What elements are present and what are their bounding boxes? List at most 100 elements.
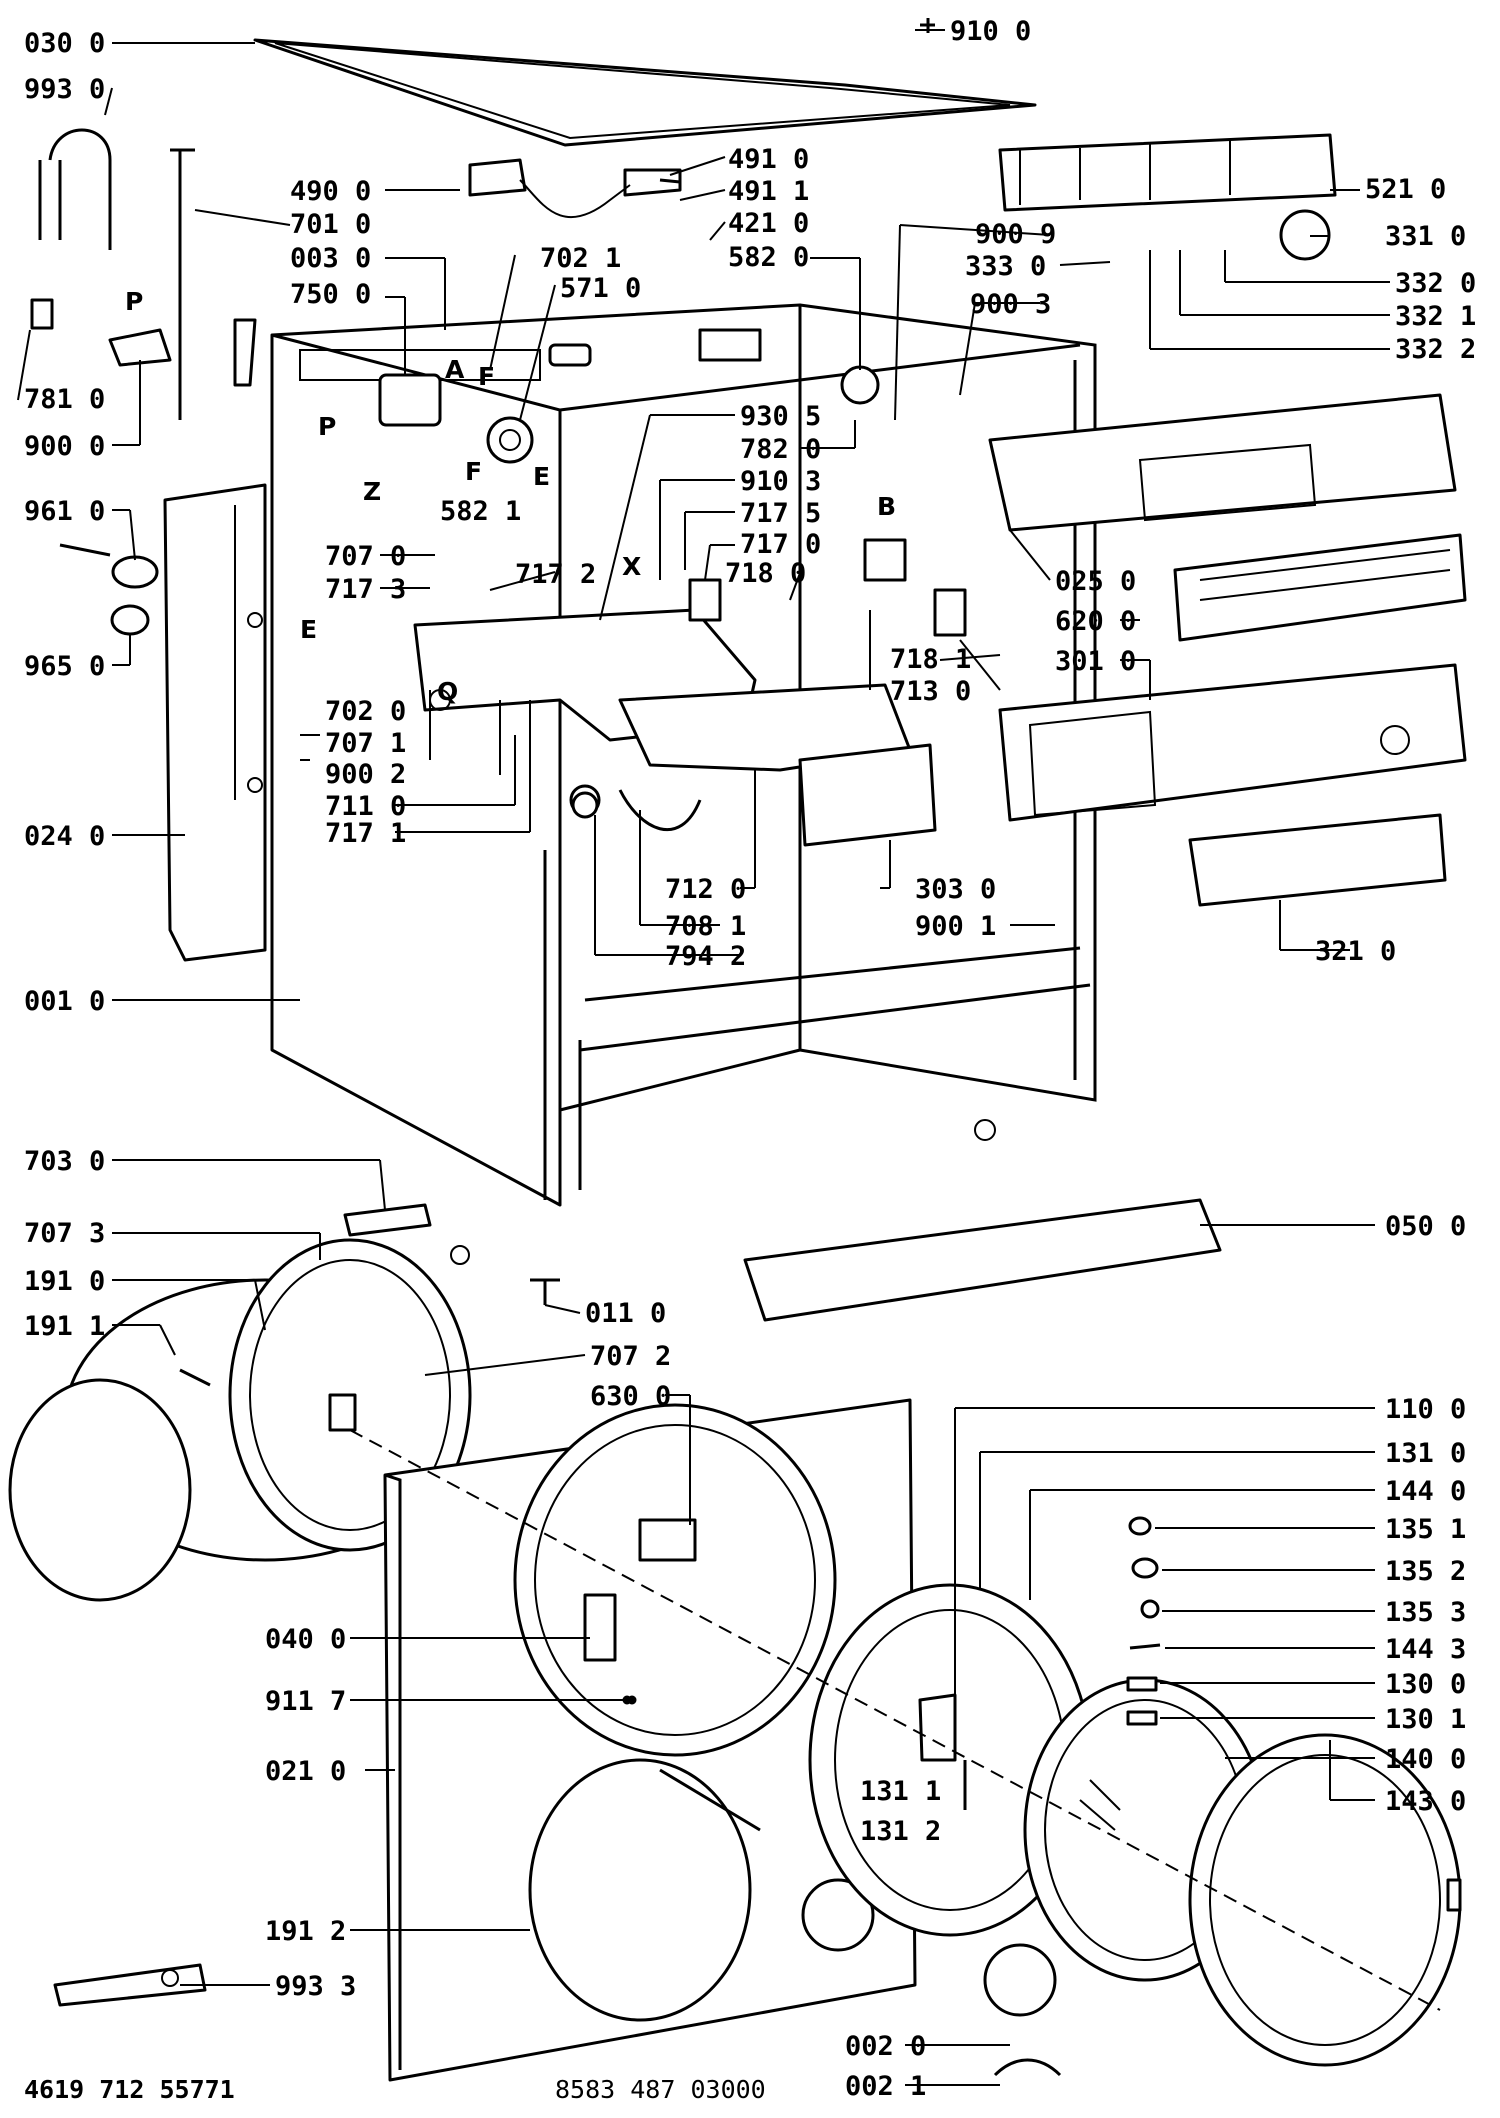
label-701-0: 701 0 <box>290 209 371 240</box>
label-993-3: 993 3 <box>275 1971 356 2002</box>
label-491-0: 491 0 <box>728 144 809 175</box>
tub <box>8 1238 472 1602</box>
label-794-2: 794 2 <box>665 941 746 972</box>
label-050-0: 050 0 <box>1385 1211 1466 1242</box>
label-491-1: 491 1 <box>728 176 809 207</box>
label-900-1: 900 1 <box>915 911 996 942</box>
spanner-tool <box>53 1963 207 2007</box>
letter-f-top: F <box>478 362 495 391</box>
label-930-5: 930 5 <box>740 401 821 432</box>
top-cover <box>253 38 1037 147</box>
label-707-2: 707 2 <box>590 1341 671 1372</box>
small-parts-left <box>59 543 159 636</box>
feet <box>983 1943 1062 2077</box>
label-002-0: 002 0 <box>845 2031 926 2062</box>
label-135-2: 135 2 <box>1385 1556 1466 1587</box>
letter-q: Q <box>437 677 458 706</box>
letter-x: X <box>622 552 641 581</box>
label-782-0: 782 0 <box>740 434 821 465</box>
label-965-0: 965 0 <box>24 651 105 682</box>
label-717-1: 717 1 <box>325 818 406 849</box>
detergent-dispenser <box>413 608 937 847</box>
label-131-0: 131 0 <box>1385 1438 1466 1469</box>
label-144-3: 144 3 <box>1385 1634 1466 1665</box>
label-191-2: 191 2 <box>265 1916 346 1947</box>
label-521-0: 521 0 <box>1365 174 1446 205</box>
label-717-0: 717 0 <box>740 529 821 560</box>
label-900-0: 900 0 <box>24 431 105 462</box>
letter-a: A <box>445 355 465 384</box>
label-961-0: 961 0 <box>24 496 105 527</box>
label-910-3: 910 3 <box>740 466 821 497</box>
label-718-0: 718 0 <box>725 558 806 589</box>
label-702-0: 702 0 <box>325 696 406 727</box>
label-711-0: 711 0 <box>325 791 406 822</box>
label-025-0: 025 0 <box>1055 566 1136 597</box>
label-332-1: 332 1 <box>1395 301 1476 332</box>
label-130-1: 130 1 <box>1385 1704 1466 1735</box>
label-131-2: 131 2 <box>860 1816 941 1847</box>
label-630-0: 630 0 <box>590 1381 671 1412</box>
label-140-0: 140 0 <box>1385 1744 1466 1775</box>
label-011-0: 011 0 <box>585 1298 666 1329</box>
label-332-0: 332 0 <box>1395 268 1476 299</box>
label-490-0: 490 0 <box>290 176 371 207</box>
label-707-0: 707 0 <box>325 541 406 572</box>
label-702-1: 702 1 <box>540 243 621 274</box>
label-750-0: 750 0 <box>290 279 371 310</box>
label-130-0: 130 0 <box>1385 1669 1466 1700</box>
label-781-0: 781 0 <box>24 384 105 415</box>
label-191-1: 191 1 <box>24 1311 105 1342</box>
part-labels: 030 0 993 0 910 0 491 0 491 1 421 0 582 … <box>24 16 1476 2102</box>
label-717-5: 717 5 <box>740 498 821 529</box>
label-713-0: 713 0 <box>890 676 971 707</box>
letter-b: B <box>877 492 896 521</box>
letter-p-valve: P <box>318 412 336 441</box>
label-002-1: 002 1 <box>845 2071 926 2102</box>
label-703-0: 703 0 <box>24 1146 105 1177</box>
label-900-9: 900 9 <box>975 219 1056 250</box>
label-144-0: 144 0 <box>1385 1476 1466 1507</box>
inlet-valve-group <box>378 158 967 637</box>
letter-f-pump: F <box>465 457 482 486</box>
label-001-0: 001 0 <box>24 986 105 1017</box>
drain-hose <box>30 128 257 420</box>
label-708-1: 708 1 <box>665 911 746 942</box>
label-707-3: 707 3 <box>24 1218 105 1249</box>
label-707-1: 707 1 <box>325 728 406 759</box>
label-131-1: 131 1 <box>860 1776 941 1807</box>
label-303-0: 303 0 <box>915 874 996 905</box>
footer-left-code: 4619 712 55771 <box>24 2075 235 2104</box>
label-333-0: 333 0 <box>965 251 1046 282</box>
assembly-axis <box>349 1429 1441 2011</box>
label-191-0: 191 0 <box>24 1266 105 1297</box>
rear-panel <box>163 483 267 962</box>
letter-e-left: E <box>300 615 317 644</box>
label-718-1: 718 1 <box>890 644 971 675</box>
label-717-3: 717 3 <box>325 574 406 605</box>
label-143-0: 143 0 <box>1385 1786 1466 1817</box>
leader-lines <box>17 29 1390 2086</box>
letter-z: Z <box>363 477 381 506</box>
label-135-3: 135 3 <box>1385 1597 1466 1628</box>
label-332-2: 332 2 <box>1395 334 1476 365</box>
label-110-0: 110 0 <box>1385 1394 1466 1425</box>
door-frame <box>808 1583 1092 1937</box>
label-040-0: 040 0 <box>265 1624 346 1655</box>
kickplate <box>743 1198 1222 1322</box>
label-910-0: 910 0 <box>950 16 1031 47</box>
label-911-7: 911 7 <box>265 1686 346 1717</box>
letter-e-pump: E <box>533 462 550 491</box>
label-421-0: 421 0 <box>728 208 809 239</box>
label-024-0: 024 0 <box>24 821 105 852</box>
label-030-0: 030 0 <box>24 28 105 59</box>
label-331-0: 331 0 <box>1385 221 1466 252</box>
control-panel-parts <box>988 133 1467 907</box>
label-135-1: 135 1 <box>1385 1514 1466 1545</box>
label-301-0: 301 0 <box>1055 646 1136 677</box>
letter-p-left: P <box>125 287 143 316</box>
outer-door <box>1188 1733 1462 2067</box>
label-900-2: 900 2 <box>325 759 406 790</box>
label-712-0: 712 0 <box>665 874 746 905</box>
